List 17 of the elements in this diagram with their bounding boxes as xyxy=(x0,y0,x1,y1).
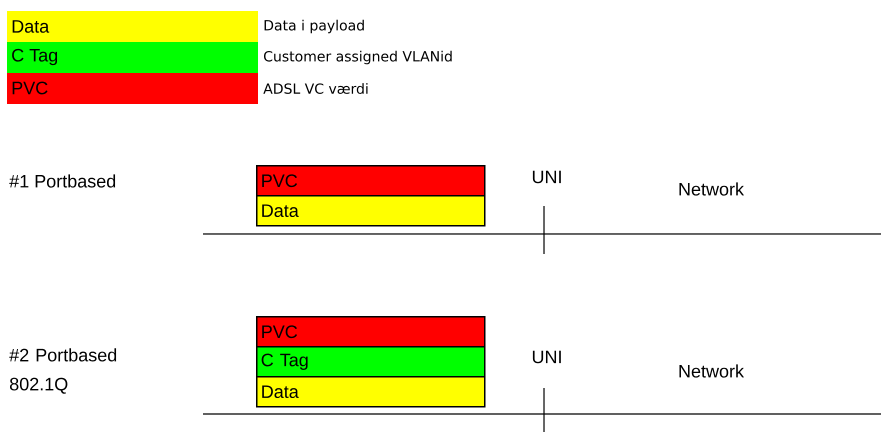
row-label: #2 Portbased 802.1Q xyxy=(9,348,116,394)
swatch-label: PVC xyxy=(12,82,48,94)
frame-field: Data xyxy=(256,376,486,408)
frame-field: C Tag xyxy=(256,346,486,378)
interface-label: UNI xyxy=(532,170,561,184)
swatch-label: C Tag xyxy=(12,48,58,66)
frame-field: PVC xyxy=(256,316,486,348)
legend-text: ADSL VC værdi xyxy=(263,83,368,94)
swatch-label: Data xyxy=(12,20,50,33)
interface-label: UNI xyxy=(532,350,561,364)
legend-text: Data i payload xyxy=(264,20,364,34)
row-label: #1 Portbased xyxy=(9,174,116,188)
network-label: Network xyxy=(679,182,744,196)
frame-field: Data xyxy=(256,195,486,226)
frame-field: PVC xyxy=(256,165,486,196)
network-label: Network xyxy=(679,364,744,378)
legend-text: Customer assigned VLANid xyxy=(264,50,452,64)
